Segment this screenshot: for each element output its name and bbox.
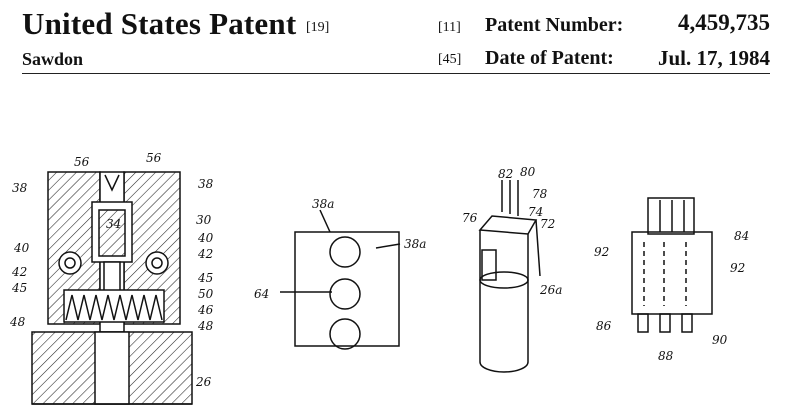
label-46: 46: [197, 303, 214, 317]
label-84: 84: [734, 229, 749, 243]
label-92-right: 92: [730, 261, 745, 275]
label-34: 34: [106, 217, 121, 231]
date-ref-code: [45]: [438, 52, 462, 67]
label-48-right: 48: [197, 319, 214, 333]
label-78: 78: [532, 187, 548, 201]
patent-number-value: 4,459,735: [678, 10, 770, 35]
label-90: 90: [712, 333, 728, 347]
patent-number-label: Patent Number:: [485, 14, 624, 36]
figure-b-labels: 38a 38a 64: [254, 197, 426, 301]
inventor-name: Sawdon: [22, 49, 84, 69]
label-76: 76: [462, 211, 478, 225]
patent-drawings: 56 56 38 38 34 30 40 40 42 42 45 45 50 4…: [9, 151, 749, 405]
label-64: 64: [254, 287, 269, 301]
figure-a-labels: 56 56 38 38 34 30 40 40 42 42 45 45 50 4…: [9, 151, 214, 389]
label-38a-side: 38a: [404, 237, 426, 251]
label-92-left: 92: [594, 245, 609, 259]
label-30: 30: [196, 213, 212, 227]
label-48-left: 48: [9, 315, 26, 329]
label-38-left: 38: [12, 181, 28, 195]
label-45-left: 45: [11, 281, 27, 295]
label-74: 74: [528, 205, 543, 219]
label-82: 82: [498, 167, 513, 181]
label-72: 72: [540, 217, 555, 231]
patent-header: United States Patent [19] [11] Patent Nu…: [0, 0, 788, 80]
figure-c-labels: 82 80 78 76 74 72 26a: [462, 165, 562, 297]
header-rule: [22, 73, 770, 74]
label-88: 88: [658, 349, 674, 363]
label-38-right: 38: [198, 177, 214, 191]
figure-plate-view: [280, 209, 401, 350]
label-40-right: 40: [197, 231, 214, 245]
label-56-left: 56: [74, 155, 90, 169]
label-38a-top: 38a: [312, 197, 334, 211]
figure-sectional-view: [31, 171, 193, 405]
label-86: 86: [596, 319, 612, 333]
label-45-right: 45: [197, 271, 213, 285]
label-42-left: 42: [11, 265, 27, 279]
label-40-left: 40: [13, 241, 30, 255]
label-50: 50: [198, 287, 214, 301]
figure-d-labels: 84 92 92 86 88 90: [594, 229, 749, 363]
figure-cylinder-view: [478, 180, 541, 373]
label-26a: 26a: [539, 283, 562, 297]
number-ref-code: [11]: [438, 20, 461, 35]
title-ref-code: [19]: [306, 20, 330, 35]
date-of-patent-label: Date of Patent:: [485, 47, 614, 69]
label-80: 80: [520, 165, 536, 179]
label-42-right: 42: [197, 247, 213, 261]
figure-block-view: [631, 197, 713, 333]
patent-title: United States Patent: [22, 6, 297, 41]
date-of-patent-value: Jul. 17, 1984: [657, 46, 770, 70]
label-26: 26: [195, 375, 212, 389]
label-56-right: 56: [146, 151, 162, 165]
